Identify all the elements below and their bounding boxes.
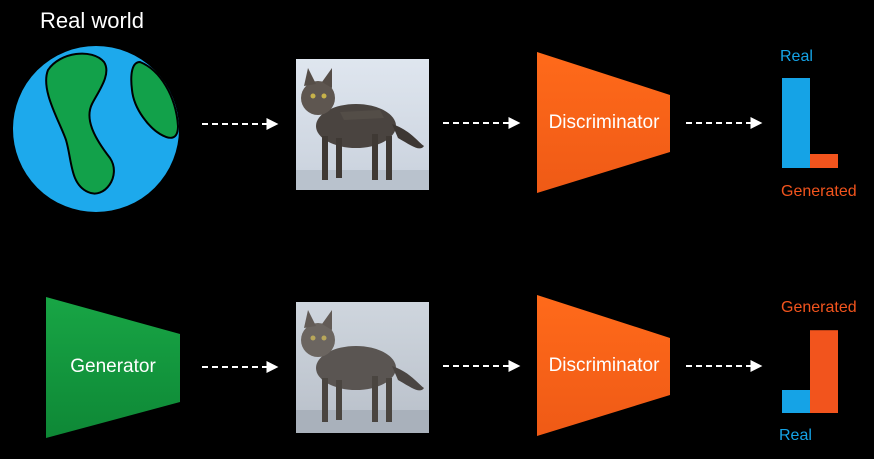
generated-cat-image — [296, 302, 429, 433]
bottom-output-chart — [782, 330, 838, 413]
discriminator-top-label: Discriminator — [548, 112, 660, 133]
bottom-generated-label: Generated — [781, 299, 857, 316]
top-output-chart — [782, 78, 838, 168]
bar-real — [782, 390, 810, 413]
earth-icon — [11, 44, 181, 214]
bar-generated — [810, 330, 838, 413]
bar-real — [782, 78, 810, 168]
discriminator-bottom-shape — [537, 295, 670, 436]
bar-generated — [810, 154, 838, 168]
real-world-label: Real world — [40, 8, 144, 33]
real-cat-image — [296, 59, 429, 190]
discriminator-bottom-label: Discriminator — [548, 355, 660, 376]
top-generated-label: Generated — [781, 183, 857, 200]
bottom-real-label: Real — [779, 427, 812, 444]
top-real-label: Real — [780, 48, 813, 65]
generator-label: Generator — [70, 356, 156, 377]
discriminator-top-shape — [537, 52, 670, 193]
generator-shape — [46, 297, 180, 438]
